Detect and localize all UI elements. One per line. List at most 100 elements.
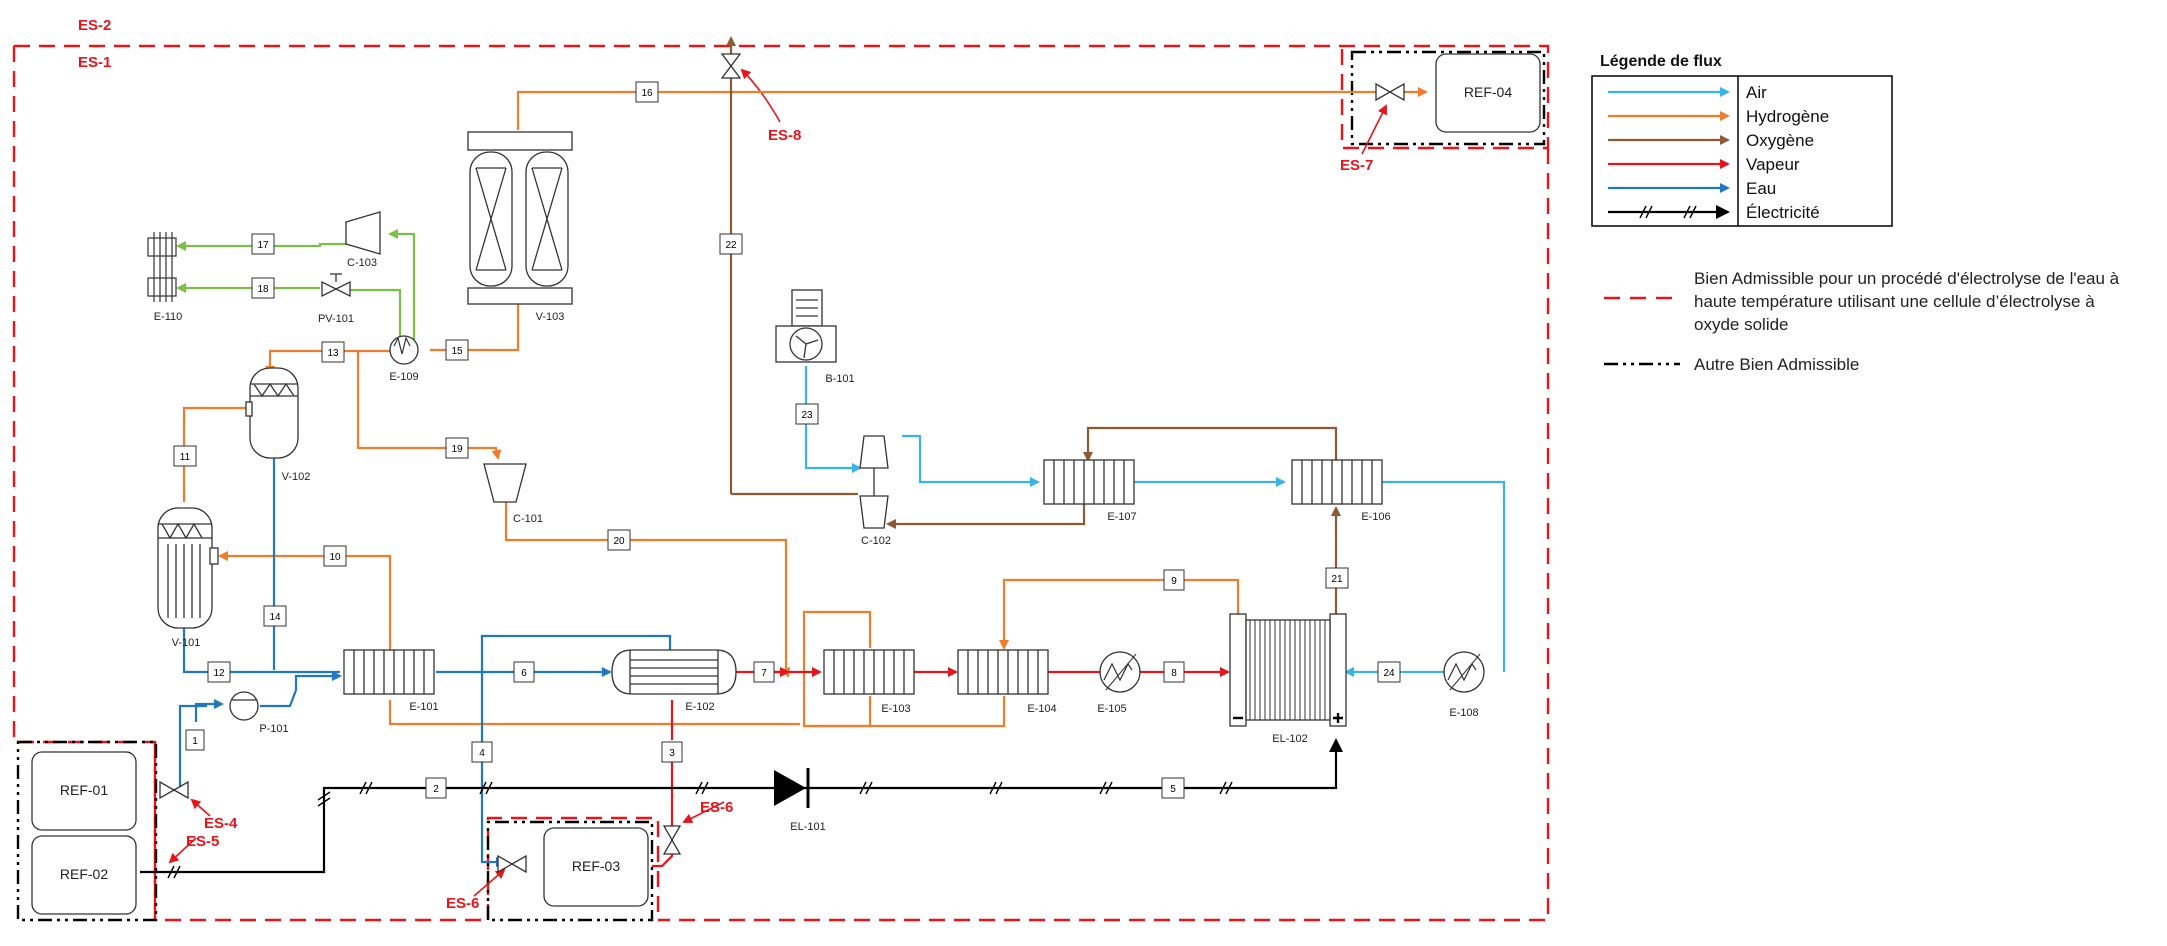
svg-text:11: 11 — [180, 452, 191, 463]
svg-text:1: 1 — [192, 736, 198, 747]
e103-exchanger[interactable] — [823, 649, 915, 695]
e106-exchanger[interactable] — [1291, 459, 1383, 505]
svg-text:21: 21 — [1331, 574, 1343, 585]
valve-pv101[interactable] — [321, 280, 351, 298]
stream-tag-24: 24 — [1377, 661, 1401, 683]
v103-adsorbers[interactable] — [467, 131, 573, 305]
e103-label: E-103 — [881, 703, 910, 715]
stream-tag-1: 1 — [185, 729, 205, 751]
svg-text:2: 2 — [433, 784, 439, 795]
b101-label: B-101 — [825, 373, 854, 385]
c103-compressor[interactable] — [345, 211, 381, 255]
e108-heater[interactable] — [1443, 651, 1485, 693]
legend-item-electricity: Électricité — [1608, 203, 1820, 222]
e101-exchanger[interactable] — [343, 649, 435, 695]
svg-text:12: 12 — [213, 668, 225, 679]
b101-blower[interactable] — [775, 289, 837, 363]
e104-label: E-104 — [1027, 703, 1056, 715]
stream-tag-2: 2 — [425, 777, 447, 799]
e107-exchanger[interactable] — [1043, 459, 1135, 505]
stream-tag-11: 11 — [173, 445, 197, 467]
e107-label: E-107 — [1107, 511, 1136, 523]
stream-tag-14: 14 — [263, 605, 287, 627]
e101-label: E-101 — [409, 701, 438, 713]
e109-label: E-109 — [389, 371, 418, 383]
svg-text:24: 24 — [1383, 668, 1395, 679]
e109-exchanger[interactable] — [389, 335, 419, 365]
el102-electrolyzer[interactable] — [1229, 613, 1347, 727]
svg-text:Vapeur: Vapeur — [1746, 155, 1800, 174]
v103-label: V-103 — [536, 311, 565, 323]
v101-label: V-101 — [172, 637, 201, 649]
svg-text:20: 20 — [613, 536, 625, 547]
ref-01-box[interactable]: REF-01 — [31, 751, 137, 831]
ref-04-label: REF-04 — [1464, 84, 1512, 100]
ref-02-box[interactable]: REF-02 — [31, 835, 137, 915]
stream-tag-23: 23 — [795, 403, 819, 425]
svg-text:8: 8 — [1171, 668, 1177, 679]
v102-label: V-102 — [282, 471, 311, 483]
boundary-label-es6-left: ES-6 — [446, 895, 479, 912]
pv101-label: PV-101 — [318, 313, 354, 325]
svg-text:6: 6 — [521, 668, 527, 679]
svg-text:Oxygène: Oxygène — [1746, 131, 1814, 150]
svg-text:7: 7 — [761, 668, 767, 679]
valve-es6-water[interactable] — [497, 854, 527, 874]
stream-tag-17: 17 — [251, 233, 275, 255]
legend-title: Légende de flux — [1600, 53, 1722, 70]
e104-exchanger[interactable] — [957, 649, 1049, 695]
e105-label: E-105 — [1097, 703, 1126, 715]
note-red-line1: Bien Admissible pour un procédé d'électr… — [1694, 269, 2120, 288]
stream-tag-21: 21 — [1325, 567, 1349, 589]
v102-vessel[interactable] — [245, 367, 299, 459]
p101-label: P-101 — [259, 723, 288, 735]
legend: Légende de flux Air Hydrogène Oxygène Va… — [1591, 53, 2120, 374]
stream-tag-5: 5 — [1161, 777, 1185, 799]
v101-vessel[interactable] — [157, 507, 219, 629]
svg-text:14: 14 — [269, 612, 281, 623]
stream-tag-7: 7 — [753, 661, 775, 683]
e106-label: E-106 — [1361, 511, 1390, 523]
boundaries — [12, 44, 1550, 922]
svg-text:Électricité: Électricité — [1746, 203, 1820, 222]
valve-es8[interactable] — [720, 53, 742, 79]
valve-es7[interactable] — [1375, 82, 1405, 102]
c103-label: C-103 — [347, 257, 377, 269]
stream-tag-15: 15 — [445, 339, 469, 361]
svg-text:9: 9 — [1171, 576, 1177, 587]
el102-label: EL-102 — [1272, 733, 1307, 745]
ref-04-box[interactable]: REF-04 — [1435, 53, 1541, 133]
legend-item-hydrogen: Hydrogène — [1608, 107, 1829, 126]
c102-compressor[interactable] — [859, 435, 889, 529]
e108-label: E-108 — [1449, 707, 1478, 719]
svg-text:Hydrogène: Hydrogène — [1746, 107, 1829, 126]
p101-pump[interactable] — [229, 691, 259, 721]
stream-tags: 1 2 3 4 5 6 7 8 9 10 11 12 13 14 15 16 1… — [173, 81, 1401, 799]
c101-label: C-101 — [513, 513, 543, 525]
stream-tag-12: 12 — [207, 661, 231, 683]
ref-03-label: REF-03 — [572, 858, 620, 874]
note-black: Autre Bien Admissible — [1694, 355, 1859, 374]
stream-tag-4: 4 — [471, 741, 493, 763]
legend-item-air: Air — [1608, 83, 1767, 102]
ref-02-label: REF-02 — [60, 866, 108, 882]
stream-tag-6: 6 — [513, 661, 535, 683]
boundary-label-es2: ES-2 — [78, 17, 111, 34]
boundary-label-es1: ES-1 — [78, 54, 111, 71]
valve-es4[interactable] — [159, 780, 189, 800]
c101-compressor[interactable] — [483, 463, 527, 503]
valve-es6-steam[interactable] — [662, 825, 682, 855]
svg-text:5: 5 — [1170, 784, 1176, 795]
boundary-label-es8: ES-8 — [768, 127, 801, 144]
svg-text:23: 23 — [801, 410, 813, 421]
note-red-line2: haute température utilisant une cellule … — [1694, 292, 2095, 311]
el101-rectifier[interactable] — [774, 768, 810, 808]
boundary-label-es4: ES-4 — [204, 815, 238, 832]
svg-text:17: 17 — [257, 240, 269, 251]
e102-exchanger[interactable] — [611, 649, 737, 695]
e105-heater[interactable] — [1099, 651, 1141, 693]
stream-tag-18: 18 — [251, 277, 275, 299]
ref-03-box[interactable]: REF-03 — [543, 827, 649, 907]
e110-label: E-110 — [154, 311, 183, 323]
